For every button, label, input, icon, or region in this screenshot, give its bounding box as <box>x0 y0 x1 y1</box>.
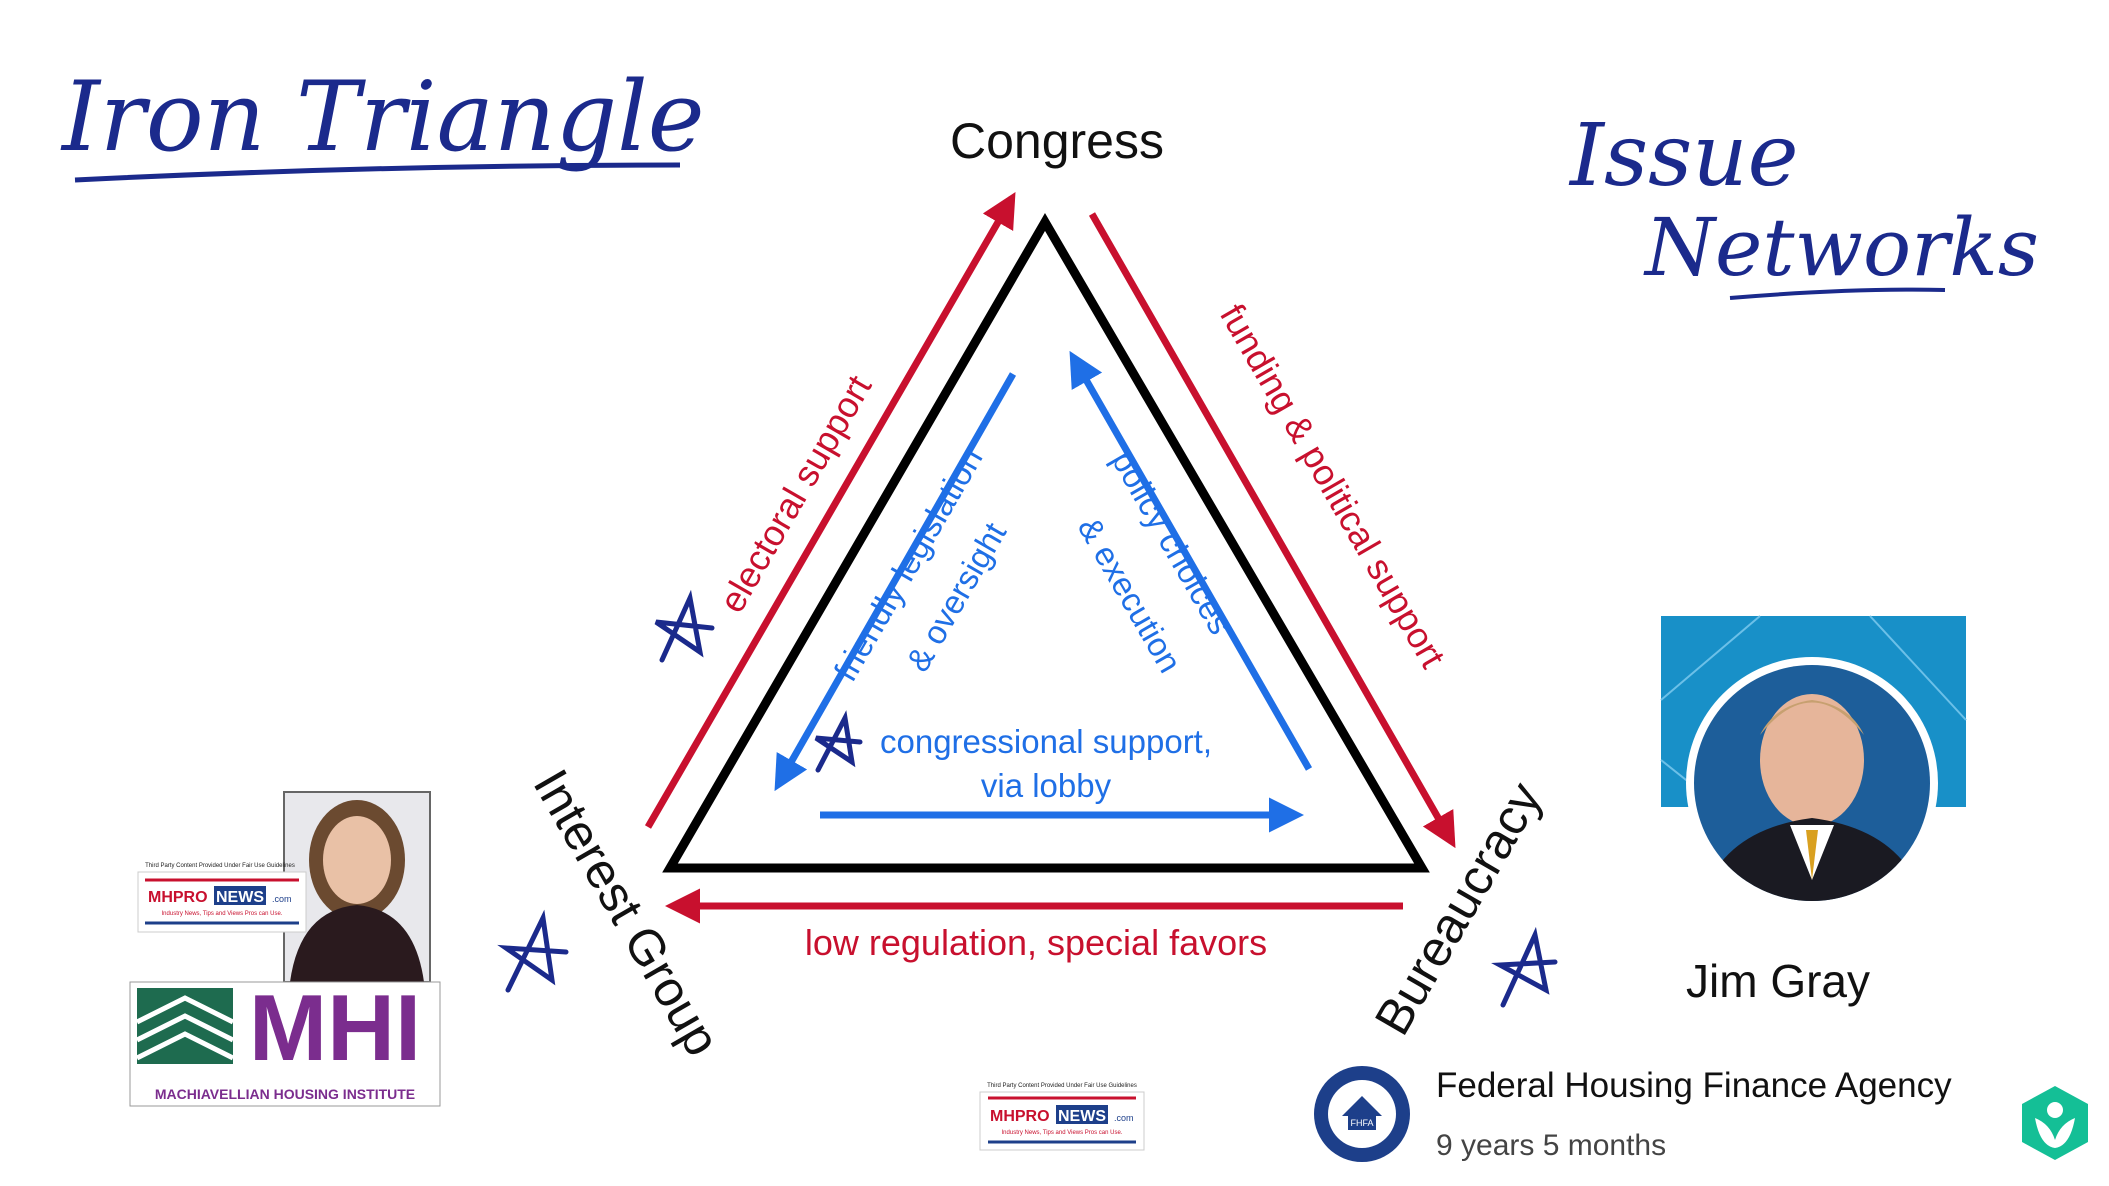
mhpronews-badge-left: Third Party Content Provided Under Fair … <box>137 863 307 933</box>
person-photo <box>283 791 431 983</box>
svg-text:Industry News, Tips and Views: Industry News, Tips and Views Pros can U… <box>1002 1130 1123 1136</box>
mhpronews-badge-center: Third Party Content Provided Under Fair … <box>979 1083 1145 1151</box>
svg-text:Third Party Content Provided U: Third Party Content Provided Under Fair … <box>145 863 295 869</box>
svg-text:.com: .com <box>272 894 292 904</box>
star-mark-interest-group <box>497 909 569 993</box>
svg-text:MHPRO: MHPRO <box>148 889 208 906</box>
handwritten-title-iron-triangle: Iron Triangle <box>60 61 705 173</box>
star-mark-electoral <box>654 589 715 663</box>
arrow-policy-choices <box>1069 350 1313 771</box>
khan-academy-logo[interactable] <box>2022 1086 2088 1160</box>
vertex-interest-group: Interest Group <box>523 760 731 1065</box>
label-low-regulation: low regulation, special favors <box>805 922 1267 963</box>
label-electoral-support: electoral support <box>711 368 880 619</box>
arrow-electoral-support <box>644 191 1016 829</box>
triangle-outline <box>662 213 1430 873</box>
fhfa-seal-logo: FHFA <box>1314 1066 1410 1162</box>
svg-text:.com: .com <box>1114 1113 1134 1123</box>
mhi-logo: MHI MACHIAVELLIAN HOUSING INSTITUTE <box>129 975 441 1107</box>
tenure-duration: 9 years 5 months <box>1436 1129 1666 1162</box>
svg-text:MHPRO: MHPRO <box>990 1108 1050 1125</box>
svg-text:MHI: MHI <box>249 975 421 1080</box>
star-mark-congressional <box>814 710 863 773</box>
title-underline <box>74 162 681 183</box>
label-via-lobby: via lobby <box>981 767 1112 804</box>
svg-text:Industry News, Tips and Views: Industry News, Tips and Views Pros can U… <box>162 911 283 917</box>
svg-text:NEWS: NEWS <box>216 889 264 906</box>
profile-name[interactable]: Jim Gray <box>1686 955 1870 1007</box>
svg-text:Third Party Content Provided U: Third Party Content Provided Under Fair … <box>987 1083 1137 1089</box>
label-congressional-support: congressional support, <box>880 723 1212 760</box>
star-mark-bureaucracy <box>1491 926 1558 1008</box>
avatar-jim-gray <box>1694 665 1930 901</box>
vertex-congress: Congress <box>950 113 1164 169</box>
handwritten-title-networks: Networks <box>1643 201 2039 294</box>
svg-text:NEWS: NEWS <box>1058 1108 1106 1125</box>
organization-name[interactable]: Federal Housing Finance Agency <box>1436 1066 1952 1105</box>
networks-underline <box>1729 287 1946 300</box>
arrow-funding-support <box>1088 212 1456 849</box>
svg-text:FHFA: FHFA <box>1350 1118 1373 1128</box>
arrow-friendly-legislation <box>774 372 1017 792</box>
handwritten-title-issue: Issue <box>1568 106 1799 206</box>
svg-text:MACHIAVELLIAN HOUSING INSTITUT: MACHIAVELLIAN HOUSING INSTITUTE <box>155 1086 415 1102</box>
